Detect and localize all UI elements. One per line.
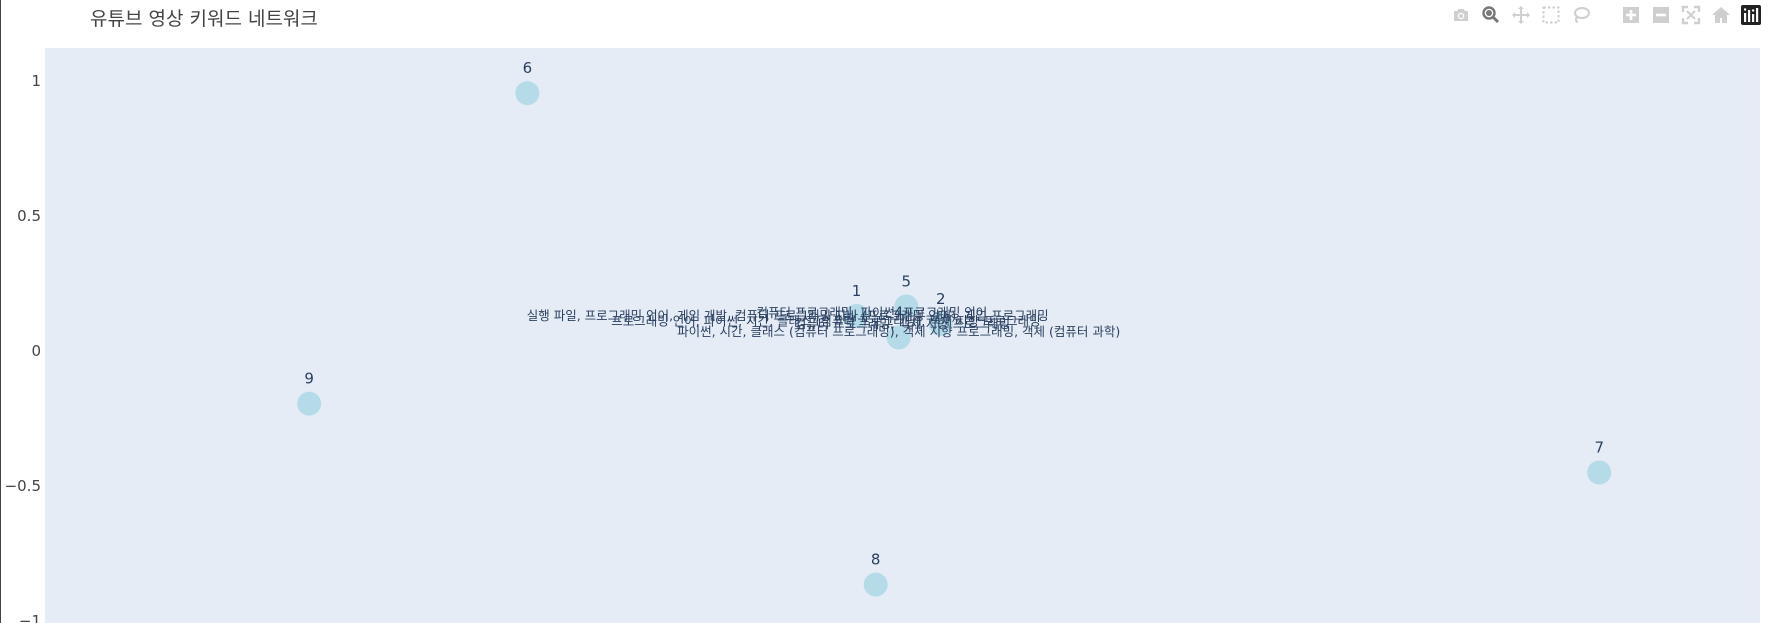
edge-keyword-label: 파이썬, 시간, 클래스 (컴퓨터 프로그래밍), 객체 지향 프로그래밍, 객… xyxy=(677,324,1120,339)
autoscale-icon[interactable] xyxy=(1680,4,1702,26)
node-label: 9 xyxy=(304,370,314,388)
reset-axes-icon[interactable] xyxy=(1710,4,1732,26)
edge-keyword-label: 실행 파일, 프로그래밍 언어, 게임 개발, 컴퓨터 프로그래밍 자바 (프로… xyxy=(527,308,1049,323)
network-node[interactable] xyxy=(515,81,540,106)
plotly-logo-icon[interactable] xyxy=(1740,4,1762,26)
network-node[interactable] xyxy=(1587,460,1612,485)
network-node[interactable] xyxy=(297,391,322,416)
lasso-icon[interactable] xyxy=(1570,4,1592,26)
node-label: 7 xyxy=(1594,439,1604,457)
network-node[interactable] xyxy=(844,303,869,328)
network-node[interactable] xyxy=(863,572,888,597)
node-label: 6 xyxy=(523,59,533,77)
y-tick-label: 0 xyxy=(31,342,41,360)
y-tick-label: 1 xyxy=(31,72,41,90)
chart-title: 유튜브 영상 키워드 네트워크 xyxy=(90,8,318,30)
y-tick-label: 0.5 xyxy=(17,207,41,225)
zoom-icon[interactable] xyxy=(1480,4,1502,26)
zoom-in-icon[interactable] xyxy=(1620,4,1642,26)
node-label: 1 xyxy=(852,282,862,300)
zoom-out-icon[interactable] xyxy=(1650,4,1672,26)
node-label: 5 xyxy=(902,272,912,290)
network-node[interactable] xyxy=(894,294,919,319)
edge-keyword-label: 컴퓨터 프로그래밍, 객체 지향 프로그래밍 xyxy=(795,316,1010,331)
camera-icon[interactable] xyxy=(1450,4,1472,26)
network-node[interactable] xyxy=(886,325,911,350)
node-label: 8 xyxy=(871,551,881,569)
edge-keyword-label: 컴퓨터 프로그래밍, 파이썬, 프로그래밍 언어 xyxy=(756,305,987,320)
node-label: 4 xyxy=(894,304,904,322)
modebar xyxy=(1450,3,1762,27)
y-tick-label: −0.5 xyxy=(5,477,41,495)
node-label: 2 xyxy=(936,290,946,308)
y-tick-label: −1 xyxy=(19,612,41,623)
pan-icon[interactable] xyxy=(1510,4,1532,26)
page-frame-edge xyxy=(0,0,1,623)
edge-keyword-label: 프로그래밍 언어, 파이썬, 시간, 클래스 (컴퓨터 프로그래밍), 객체 지… xyxy=(611,313,1040,328)
box-select-icon[interactable] xyxy=(1540,4,1562,26)
network-node[interactable] xyxy=(928,312,953,336)
